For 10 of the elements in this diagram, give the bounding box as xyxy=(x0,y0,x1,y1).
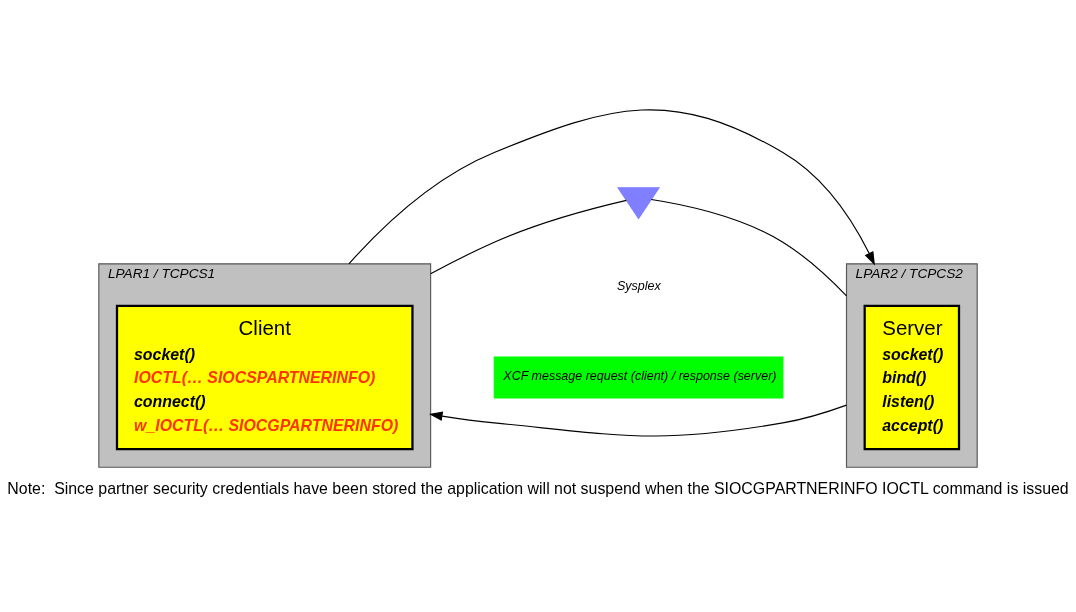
label: Sysplex xyxy=(616,278,661,293)
connector xyxy=(430,199,627,275)
caption: Note: Since partner security credentials have been stored the application will not suspend when the SIOCGPARTNERINFO IOCTL command is issued xyxy=(7,479,1069,497)
node-box: Server socket() bind() listen() accept() xyxy=(863,304,961,451)
arrow xyxy=(348,109,875,266)
node-triangle xyxy=(617,187,661,220)
node-box: Client socket() IOCTL(… SIOCSPARTNERINFO) connect() w_IOCTL(… SIOCGPARTNERINFO) xyxy=(115,304,414,451)
node-box: XCF message request (client) / response (server) xyxy=(493,356,784,399)
connector xyxy=(650,198,848,297)
arrow xyxy=(428,404,848,437)
